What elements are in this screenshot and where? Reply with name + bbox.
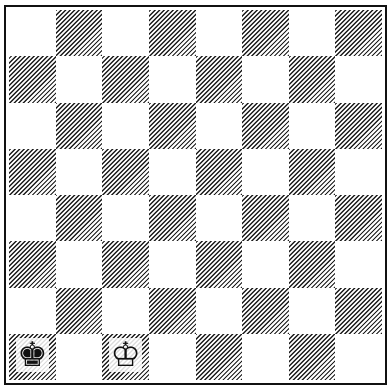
square-d8[interactable] [149,10,196,56]
square-f5[interactable] [242,149,289,195]
square-b8[interactable] [56,10,103,56]
square-b3[interactable] [56,241,103,287]
square-c4[interactable] [102,195,149,241]
square-g4[interactable] [289,195,336,241]
square-c8[interactable] [102,10,149,56]
square-d2[interactable] [149,288,196,334]
square-f3[interactable] [242,241,289,287]
square-e4[interactable] [196,195,243,241]
square-a1[interactable]: ♚ [9,334,56,380]
square-f7[interactable] [242,56,289,102]
square-g3[interactable] [289,241,336,287]
square-d7[interactable] [149,56,196,102]
square-f4[interactable] [242,195,289,241]
square-b4[interactable] [56,195,103,241]
square-b7[interactable] [56,56,103,102]
square-g2[interactable] [289,288,336,334]
square-a2[interactable] [9,288,56,334]
square-f6[interactable] [242,103,289,149]
square-d5[interactable] [149,149,196,195]
square-e2[interactable] [196,288,243,334]
white-king-icon[interactable]: ♔ [109,338,141,372]
square-c1[interactable]: ♔ [102,334,149,380]
square-a4[interactable] [9,195,56,241]
square-h7[interactable] [335,56,382,102]
square-b2[interactable] [56,288,103,334]
square-d3[interactable] [149,241,196,287]
square-a6[interactable] [9,103,56,149]
square-a3[interactable] [9,241,56,287]
square-f2[interactable] [242,288,289,334]
square-g5[interactable] [289,149,336,195]
square-e3[interactable] [196,241,243,287]
square-e7[interactable] [196,56,243,102]
square-c6[interactable] [102,103,149,149]
black-king-icon[interactable]: ♚ [16,338,48,372]
square-h5[interactable] [335,149,382,195]
square-c2[interactable] [102,288,149,334]
square-e1[interactable] [196,334,243,380]
square-c5[interactable] [102,149,149,195]
square-g6[interactable] [289,103,336,149]
square-c7[interactable] [102,56,149,102]
square-b1[interactable] [56,334,103,380]
square-h3[interactable] [335,241,382,287]
square-h2[interactable] [335,288,382,334]
square-a5[interactable] [9,149,56,195]
square-e5[interactable] [196,149,243,195]
square-d4[interactable] [149,195,196,241]
square-h8[interactable] [335,10,382,56]
square-f1[interactable] [242,334,289,380]
square-h6[interactable] [335,103,382,149]
square-h1[interactable] [335,334,382,380]
chessboard-frame: ♚♔ [4,5,387,385]
square-g1[interactable] [289,334,336,380]
chessboard: ♚♔ [9,10,382,380]
square-c3[interactable] [102,241,149,287]
square-g8[interactable] [289,10,336,56]
square-a7[interactable] [9,56,56,102]
square-h4[interactable] [335,195,382,241]
square-e8[interactable] [196,10,243,56]
square-b5[interactable] [56,149,103,195]
square-e6[interactable] [196,103,243,149]
square-d1[interactable] [149,334,196,380]
square-b6[interactable] [56,103,103,149]
square-f8[interactable] [242,10,289,56]
square-d6[interactable] [149,103,196,149]
square-g7[interactable] [289,56,336,102]
square-a8[interactable] [9,10,56,56]
